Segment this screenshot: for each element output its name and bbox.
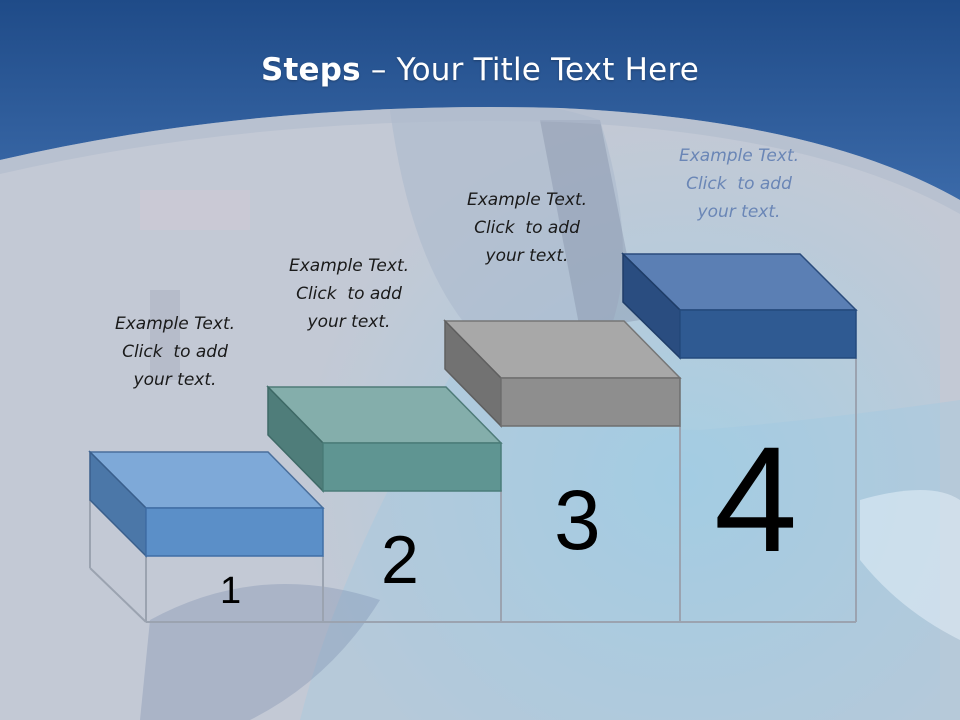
step-4-block[interactable] (621, 252, 858, 360)
step-1-block[interactable] (88, 450, 325, 558)
caption-line: Click to add (474, 218, 580, 238)
caption-line: your text. (697, 202, 781, 222)
slide-title[interactable]: Steps – Your Title Text Here (0, 52, 960, 88)
caption-line: Click to add (686, 174, 792, 194)
caption-line: Example Text. (114, 314, 236, 334)
step-2-caption[interactable]: Example Text. Click to add your text. (254, 252, 444, 336)
caption-line: Example Text. (288, 256, 410, 276)
step-4-caption[interactable]: Example Text. Click to add your text. (644, 142, 834, 226)
step-3-block[interactable] (443, 319, 682, 428)
title-bold-part: Steps (260, 52, 361, 88)
title-rest-part: – Your Title Text Here (360, 52, 699, 88)
caption-line: Example Text. (466, 190, 588, 210)
step-3-number: 3 (554, 473, 601, 567)
caption-line: Click to add (122, 342, 228, 362)
step-1-number: 1 (220, 570, 242, 612)
step-1-caption[interactable]: Example Text. Click to add your text. (80, 310, 270, 394)
caption-line: Click to add (296, 284, 402, 304)
staircase-outline (89, 358, 857, 623)
caption-line: Example Text. (678, 146, 800, 166)
step-3-caption[interactable]: Example Text. Click to add your text. (432, 186, 622, 270)
step-2-number: 2 (381, 522, 419, 598)
step-2-block[interactable] (266, 385, 503, 493)
caption-line: your text. (485, 246, 569, 266)
caption-line: your text. (307, 312, 391, 332)
step-4-number: 4 (714, 415, 798, 583)
caption-line: your text. (133, 370, 217, 390)
